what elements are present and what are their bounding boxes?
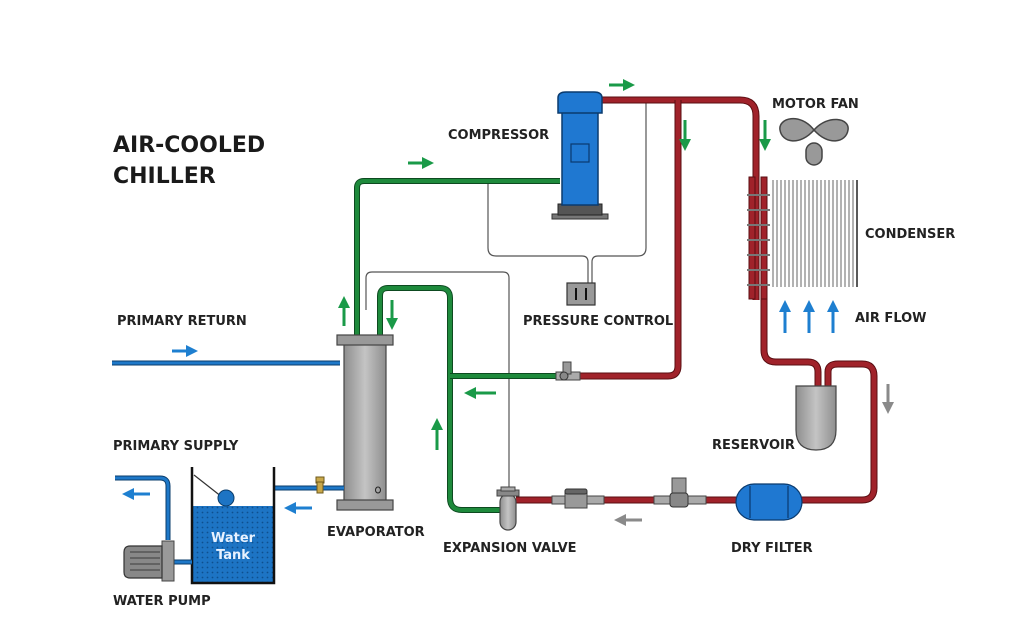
primary-supply-line [115,475,192,565]
motor-fan-label: MOTOR FAN [772,97,859,112]
condenser-fins [772,180,854,287]
motor-fan [779,118,849,166]
condenser [747,176,858,300]
compressor [551,91,609,220]
evaporator-feed-line [377,285,556,513]
condenser-tubes [747,194,770,286]
solenoid-valve [555,361,581,381]
pressure-control [566,282,596,306]
water-tank-label-1: Water [211,531,256,546]
compressor-label: COMPRESSOR [448,128,549,143]
water-tank: Water Tank [190,467,276,585]
pressure-control-label: PRESSURE CONTROL [523,314,673,329]
water-pump [123,540,175,582]
title-line-1: AIR-COOLED [113,133,265,158]
water-tank-label-2: Tank [216,548,250,563]
expansion-valve [496,486,520,531]
suction-line [354,178,560,336]
water-pump-label: WATER PUMP [113,594,211,609]
liquid-line-valve [653,477,707,508]
control-lines [365,100,647,492]
air-flow-label: AIR FLOW [855,311,927,326]
condenser-label: CONDENSER [865,227,955,242]
title-line-2: CHILLER [113,164,216,189]
dry-filter [735,483,803,521]
primary-supply-label: PRIMARY SUPPLY [113,439,239,454]
evaporator-label: EVAPORATOR [327,525,425,540]
sight-glass [551,488,605,509]
evaporator [336,334,394,511]
primary-return-label: PRIMARY RETURN [117,314,247,329]
flow-arrows [122,79,894,526]
reservoir [795,385,837,451]
dry-filter-label: DRY FILTER [731,541,813,556]
reservoir-label: RESERVOIR [712,438,795,453]
evaporator-outlet-line [275,476,344,494]
expansion-valve-label: EXPANSION VALVE [443,541,577,556]
